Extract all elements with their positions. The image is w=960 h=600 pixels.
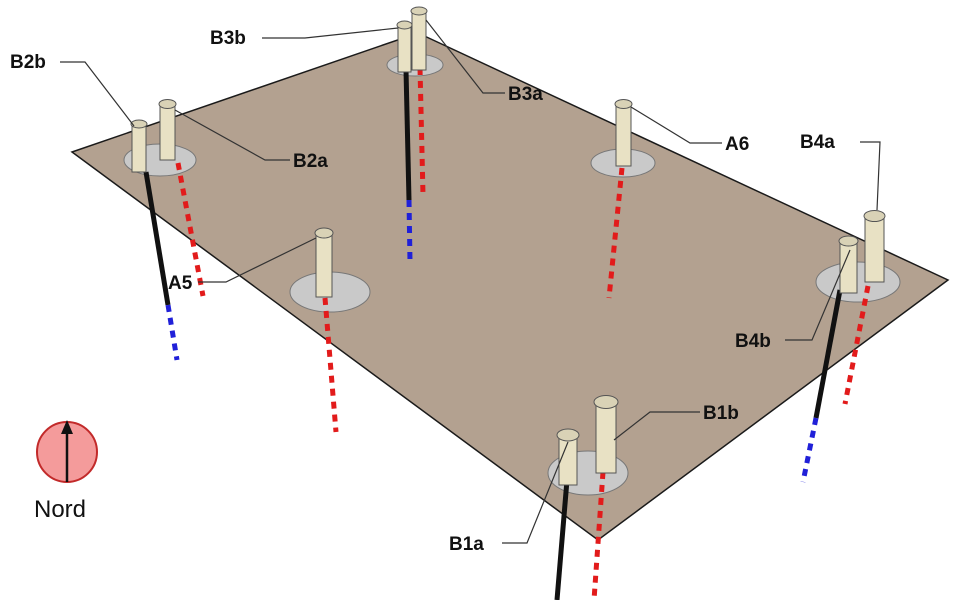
label-a6: A6 bbox=[725, 134, 749, 155]
label-b3b: B3b bbox=[210, 28, 246, 49]
borehole-dotted-blue-b2b bbox=[165, 304, 180, 361]
leader-b4b bbox=[785, 249, 851, 341]
north-compass: Nord bbox=[34, 420, 98, 523]
pipe-b4a bbox=[863, 210, 886, 283]
pipe-b3b bbox=[396, 20, 413, 73]
leader-a5 bbox=[198, 237, 317, 283]
label-b1b: B1b bbox=[703, 403, 739, 424]
borehole-lines bbox=[143, 67, 871, 600]
borehole-dotted-red-a5 bbox=[322, 297, 339, 433]
standpipes bbox=[130, 6, 886, 486]
borehole-dotted-red-b2a bbox=[175, 162, 206, 297]
pipe-b2b bbox=[130, 119, 148, 173]
leader-a6 bbox=[630, 106, 722, 144]
ground-slab bbox=[70, 32, 950, 541]
borehole-dotted-red-b1b bbox=[591, 471, 606, 600]
label-b3a: B3a bbox=[508, 84, 543, 105]
borehole-dotted-blue-b4b bbox=[800, 417, 819, 483]
borehole-solid-b2b bbox=[143, 171, 171, 306]
leader-b4a bbox=[860, 141, 881, 211]
leader-b3a bbox=[425, 19, 505, 94]
label-b4b: B4b bbox=[735, 331, 771, 352]
pipe-b1a bbox=[556, 428, 580, 486]
label-b2a: B2a bbox=[293, 151, 328, 172]
borehole-dotted-blue-b3b bbox=[406, 199, 413, 263]
north-arrow-icon bbox=[61, 420, 73, 482]
leader-b2b bbox=[60, 61, 135, 127]
pipe-b2a bbox=[158, 99, 177, 161]
label-a5: A5 bbox=[168, 273, 193, 294]
leader-b1b bbox=[613, 411, 700, 441]
disc-b4 bbox=[815, 261, 901, 303]
label-b1a: B1a bbox=[449, 534, 484, 555]
well-labels: B3b B3a B2b B2a A6 A5 B4a B4b B1b B1a bbox=[10, 28, 835, 555]
pipe-a6 bbox=[614, 99, 633, 167]
borehole-solid-b4b bbox=[813, 289, 843, 419]
pipe-b4b bbox=[838, 235, 859, 294]
pipe-b1b bbox=[593, 395, 619, 474]
borehole-dotted-red-a6 bbox=[606, 167, 625, 299]
label-leaders bbox=[60, 19, 881, 544]
compass-label: Nord bbox=[34, 496, 86, 523]
label-b2b: B2b bbox=[10, 52, 46, 73]
pipe-b3a bbox=[410, 6, 428, 71]
leader-b1a bbox=[502, 441, 569, 544]
pipe-a5 bbox=[314, 227, 334, 298]
leader-b2a bbox=[174, 109, 290, 161]
borehole-dotted-red-b3a bbox=[417, 67, 426, 196]
label-b4a: B4a bbox=[800, 132, 835, 153]
borehole-solid-b3b bbox=[403, 69, 412, 201]
borehole-solid-b1a bbox=[554, 479, 570, 600]
leader-b3b bbox=[262, 27, 399, 39]
